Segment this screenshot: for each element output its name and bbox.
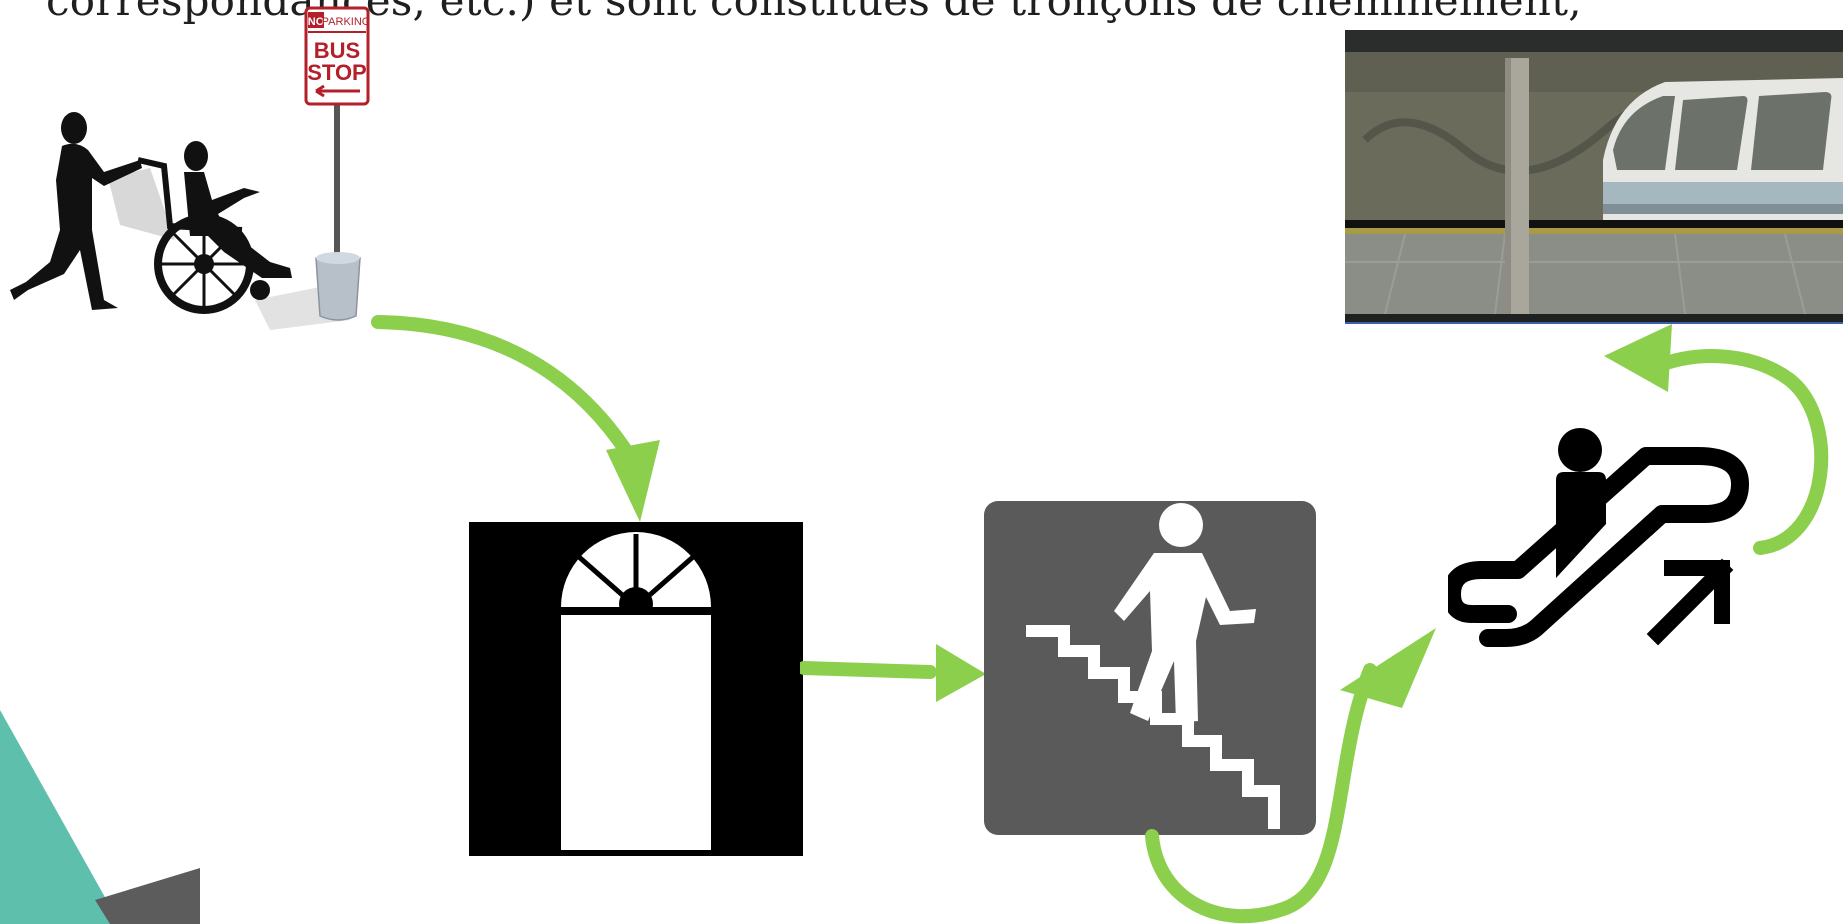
arrow-to-door <box>360 300 680 530</box>
teal-triangle <box>0 710 120 924</box>
arrow-to-metro <box>1590 320 1843 560</box>
stop-label: STOP <box>307 60 367 85</box>
parking-label: PARKING <box>322 16 371 28</box>
gray-shape <box>95 868 200 924</box>
sign-base <box>316 258 360 320</box>
door-icon <box>469 522 803 856</box>
arrow-to-escalator <box>1140 610 1460 924</box>
sign-pole <box>334 100 340 270</box>
sign-base-top <box>316 252 360 264</box>
corner-accent-shapes <box>0 700 200 924</box>
arrow-to-stairs <box>800 640 990 710</box>
wheelchair-bus-stop-icon: NO PARKING BUS STOP <box>0 0 380 330</box>
metro-platform-image <box>1345 30 1843 324</box>
